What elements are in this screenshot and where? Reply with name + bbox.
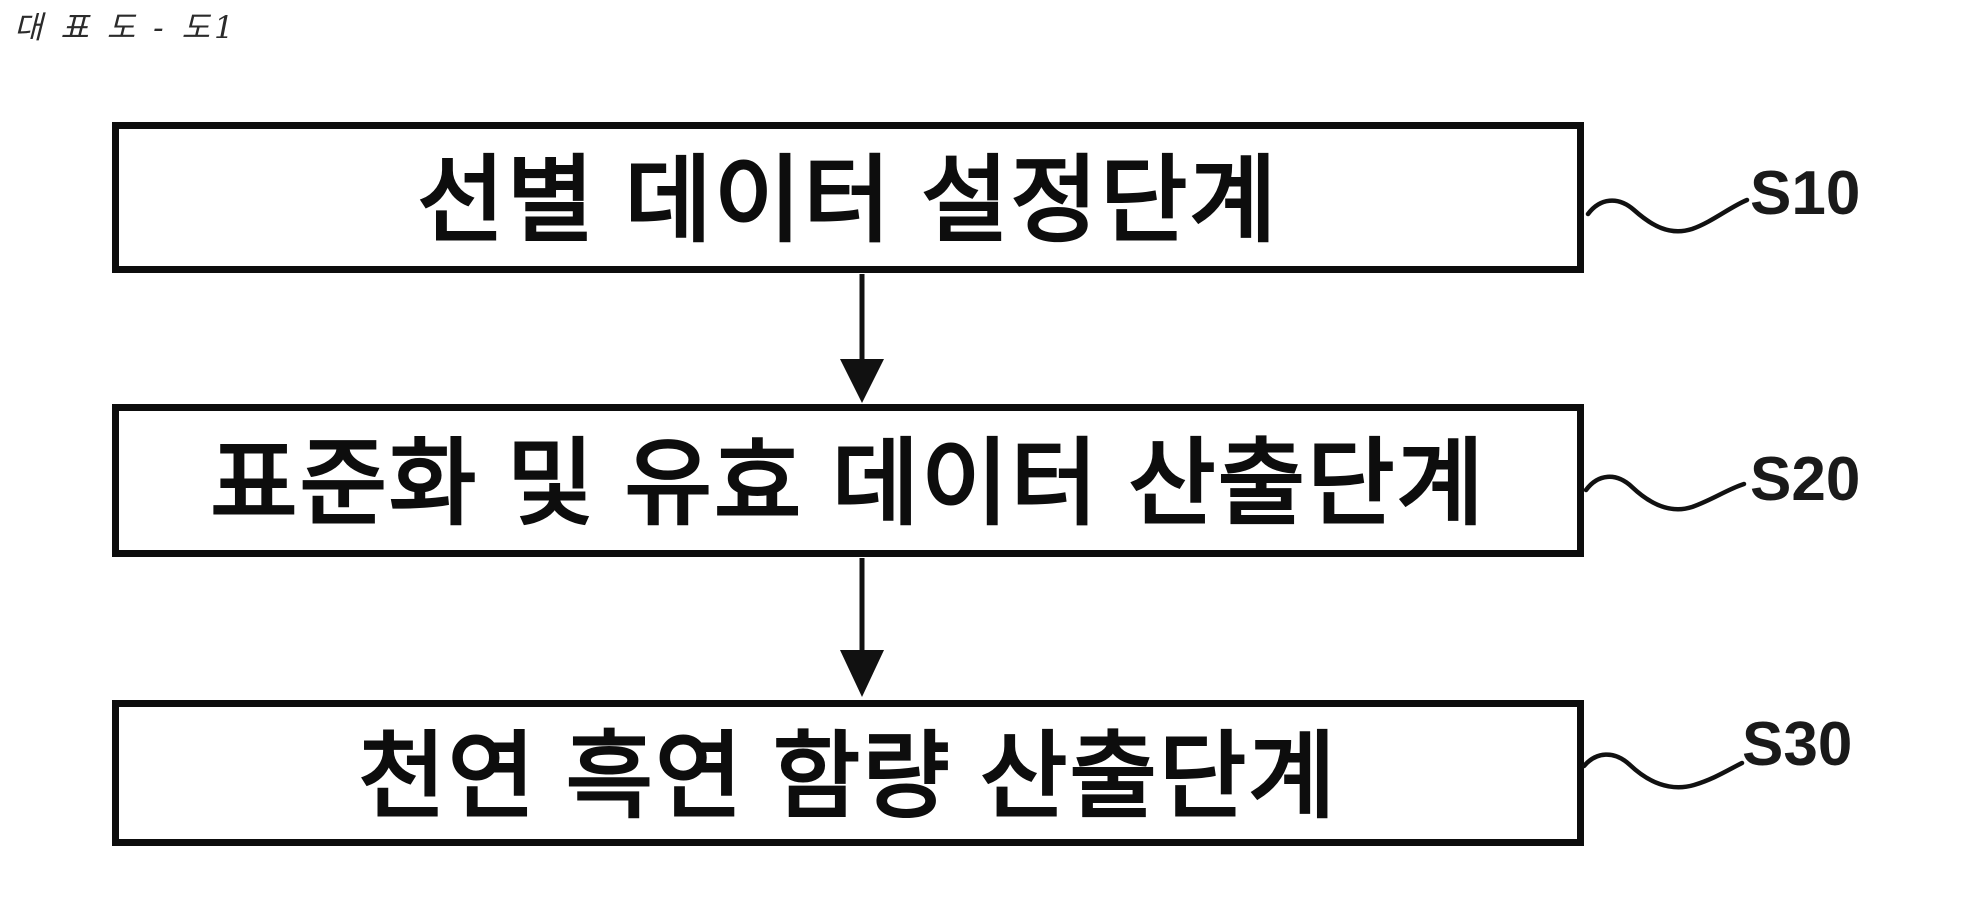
arrow-down-icon: [840, 558, 884, 697]
step-box-2: 표준화 및 유효 데이터 산출단계: [112, 404, 1584, 557]
step-2-label: 표준화 및 유효 데이터 산출단계: [210, 431, 1486, 537]
step-2-tag: S20: [1750, 445, 1861, 514]
squiggle-connector-s20: [1583, 474, 1747, 512]
step-1-label: 선별 데이터 설정단계: [417, 148, 1279, 254]
step-box-1: 선별 데이터 설정단계: [112, 122, 1584, 273]
arrow-down-icon: [840, 274, 884, 403]
step-1-tag: S10: [1750, 159, 1861, 228]
step-3-label: 천연 흑연 함량 산출단계: [358, 723, 1338, 830]
figure-caption: 대 표 도 - 도1: [14, 10, 238, 46]
step-3-tag: S30: [1742, 710, 1853, 779]
squiggle-connector-s30: [1581, 752, 1745, 790]
step-box-3: 천연 흑연 함량 산출단계: [112, 700, 1584, 846]
squiggle-connector-s10: [1585, 197, 1750, 234]
